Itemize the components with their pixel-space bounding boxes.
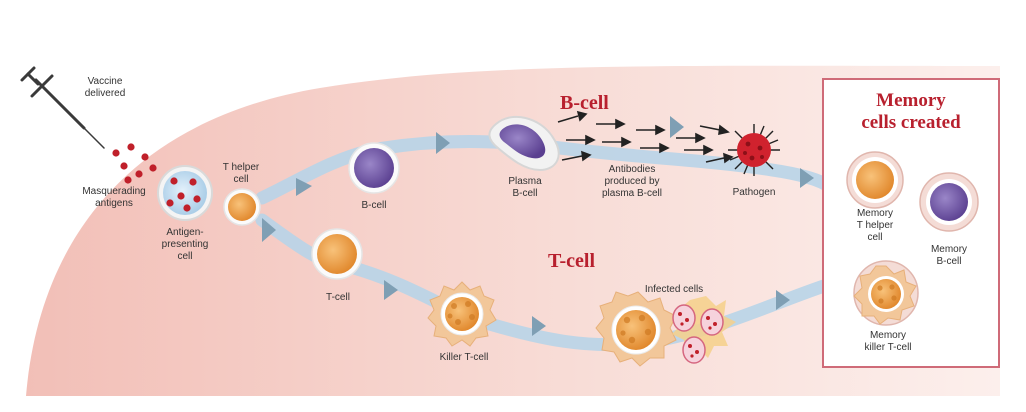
antigen-dot — [135, 170, 143, 178]
antibody-arrow — [705, 152, 734, 164]
antigen-dot — [141, 153, 149, 161]
antibody-arrows — [557, 110, 734, 164]
infected-cell — [682, 336, 706, 364]
memory-killer-t-cell — [853, 260, 919, 326]
antigen-dots — [112, 143, 157, 184]
antibody-arrow — [684, 144, 714, 156]
antibody-arrow — [557, 110, 588, 123]
antigen-dot — [124, 176, 132, 184]
path-arrow — [800, 168, 814, 188]
t-cell-header: T-cell — [548, 250, 596, 272]
t-helper-cell-label: T helper cell — [222, 162, 260, 185]
path-arrow — [384, 280, 398, 300]
path-arrow — [670, 116, 684, 138]
memory-t-helper-label: Memory T helper cell — [856, 208, 894, 243]
infected-cell — [700, 308, 724, 336]
memory-b-cell — [919, 172, 979, 232]
pathogen-label: Pathogen — [732, 187, 776, 198]
antibody-arrow — [596, 118, 626, 130]
b-cell-header: B-cell — [560, 92, 609, 114]
memory-killer-t-cell-label: Memory killer T-cell — [864, 330, 912, 353]
plasma-b-cell — [488, 115, 560, 172]
masquerading-antigens-label: Masquerading antigens — [82, 186, 146, 209]
path-arrow — [776, 290, 790, 310]
memory-cells-canvas — [846, 151, 979, 326]
path-arrow — [532, 316, 546, 336]
antibody-arrow — [699, 124, 730, 136]
t-helper-cell — [223, 188, 261, 226]
memory-t-helper-cell — [846, 151, 904, 209]
antigen-dot — [127, 143, 135, 151]
antigen-presenting-cell — [157, 165, 213, 221]
antigen-dot — [149, 164, 157, 172]
antigen-dot — [120, 162, 128, 170]
antibody-arrow — [561, 150, 592, 162]
memory-title: Memory cells created — [861, 90, 961, 133]
t-cell-label: T-cell — [326, 292, 350, 303]
path-arrow — [296, 178, 312, 196]
path-arrow — [262, 218, 276, 242]
killer-t-cell-label: Killer T-cell — [439, 352, 489, 363]
antibody-arrow — [566, 134, 596, 146]
antigen-dot — [112, 149, 120, 157]
antibody-arrow — [602, 136, 632, 148]
antibody-arrow — [676, 132, 706, 144]
b-cell — [348, 142, 400, 194]
vaccine-label: Vaccine delivered — [84, 76, 126, 99]
path-arrow — [436, 132, 450, 154]
pathogen — [728, 124, 780, 176]
pathway-arrows — [262, 116, 814, 336]
b-cell-label: B-cell — [361, 200, 387, 211]
infected-cells-label: Infected cells — [644, 284, 704, 295]
plasma-b-cell-label: Plasma B-cell — [508, 176, 542, 199]
antibodies-label: Antibodies produced by plasma B-cell — [601, 164, 663, 199]
memory-cells-box — [822, 78, 1000, 368]
antibody-arrow — [636, 124, 666, 136]
t-cell — [311, 228, 363, 280]
killer-t-cell — [427, 281, 497, 347]
infected-cell — [672, 304, 696, 332]
memory-b-cell-label: Memory B-cell — [930, 244, 968, 267]
antibody-arrow — [640, 142, 670, 154]
antigen-presenting-cell-label: Antigen- presenting cell — [161, 227, 209, 262]
infected-cells — [672, 304, 724, 364]
syringe-icon — [20, 66, 105, 149]
